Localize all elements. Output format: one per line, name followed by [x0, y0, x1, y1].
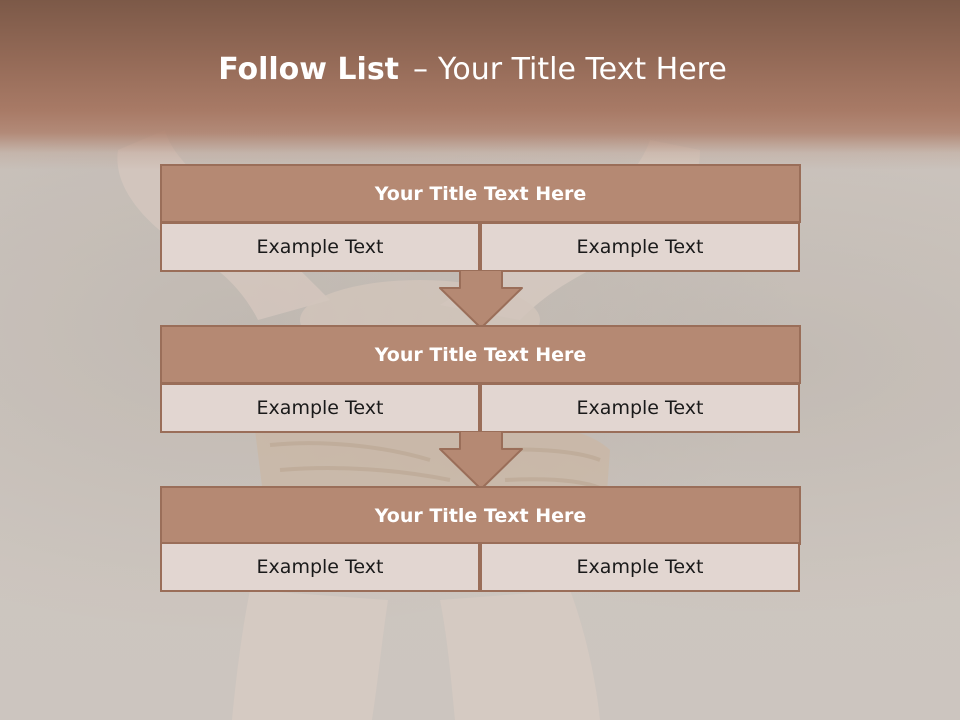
flow-block-title: Your Title Text Here [160, 325, 801, 384]
slide-title-main: Follow List [218, 52, 400, 87]
flow-block-left-cell: Example Text [160, 383, 480, 433]
flow-block-right-cell: Example Text [480, 383, 800, 433]
slide-title-separator: – [413, 52, 429, 87]
down-arrow-icon [439, 270, 523, 329]
flow-block-right-cell: Example Text [480, 542, 800, 592]
down-arrow-icon [439, 431, 523, 490]
slide-title: Follow List–Your Title Text Here [0, 52, 945, 87]
flow-block-left-cell: Example Text [160, 222, 480, 272]
slide-title-sub: Your Title Text Here [438, 52, 727, 87]
header-band [0, 0, 960, 170]
flow-block-left-cell: Example Text [160, 542, 480, 592]
flow-block-title: Your Title Text Here [160, 164, 801, 223]
flow-block-right-cell: Example Text [480, 222, 800, 272]
flow-block-title: Your Title Text Here [160, 486, 801, 545]
